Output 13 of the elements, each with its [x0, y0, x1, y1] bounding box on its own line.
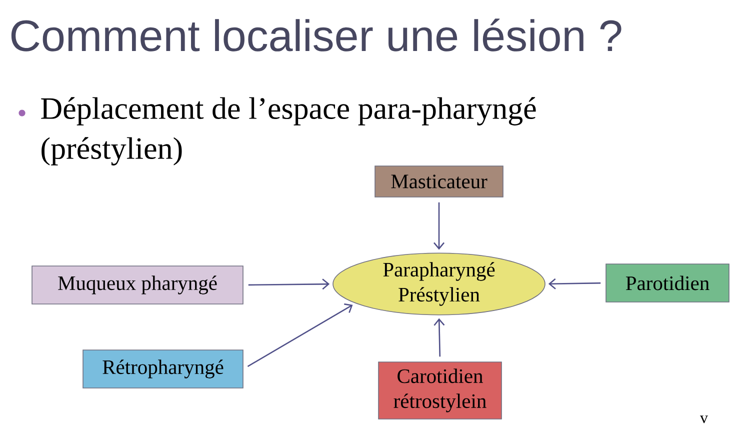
arrow	[434, 318, 445, 357]
region-box: Parotidien	[606, 264, 730, 302]
arrow	[248, 278, 330, 290]
slide-title: Comment localiser une lésion ?	[11, 18, 622, 52]
arrow	[247, 303, 353, 368]
bullet-text: Déplacement de l’espace para-pharyngé (préstylien)	[41, 97, 536, 166]
region-box: Muqueux pharyngé	[32, 266, 244, 304]
region-box: Masticateur	[374, 166, 504, 198]
arrow	[434, 202, 444, 250]
arrow	[548, 278, 601, 290]
corner-letter: v	[700, 416, 708, 424]
region-box: Rétropharyngé	[82, 350, 244, 388]
region-box: Carotidien rétrostylein	[378, 362, 502, 420]
